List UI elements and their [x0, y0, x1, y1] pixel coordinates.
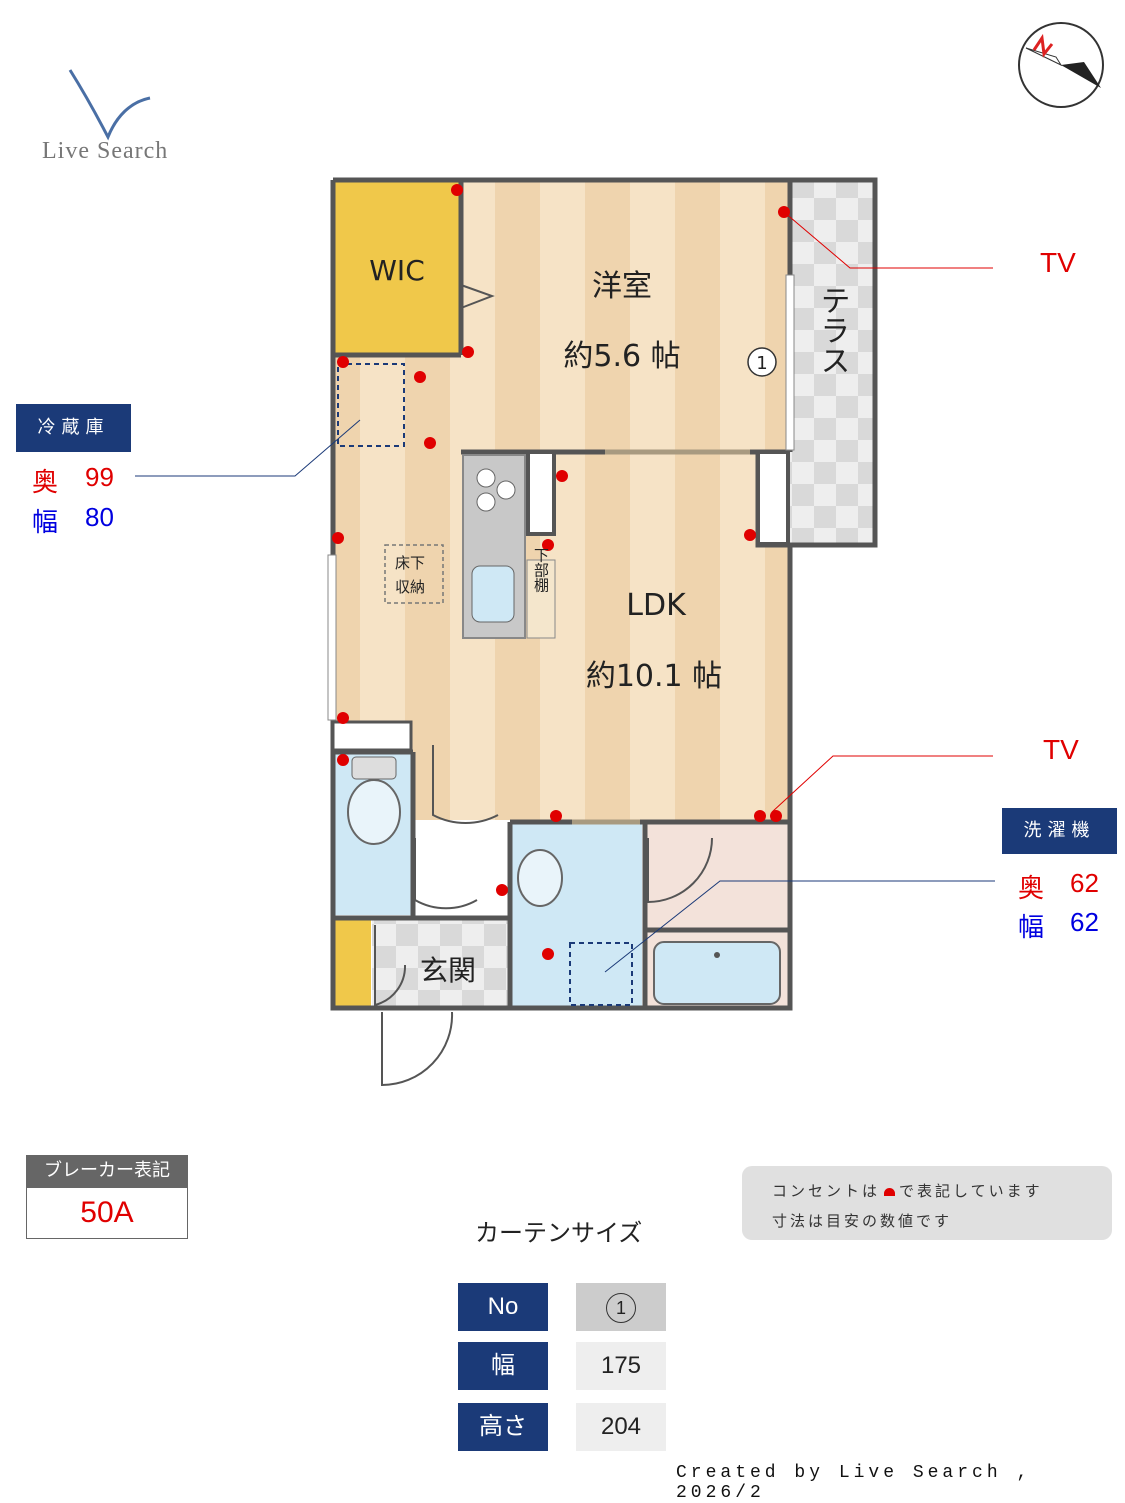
curtain-title: カーテンサイズ [475, 1219, 643, 1247]
ldk-label: LDK [626, 588, 687, 623]
fridge-space [337, 363, 405, 447]
terrace-label: テラス [815, 285, 850, 375]
western-room-size: 約5.6 帖 [563, 339, 680, 374]
curtain-marker [747, 347, 777, 377]
western-room-label: 洋室 [592, 269, 652, 304]
wic-floor [333, 180, 461, 355]
toilet [347, 779, 401, 845]
curtain-no-header: No [458, 1283, 548, 1331]
ldk-size: 約10.1 帖 [586, 659, 722, 694]
washer-width-label: 幅 [1018, 913, 1045, 943]
curtain-marker-number: 1 [756, 353, 767, 374]
washer-label: 洗濯機 [1002, 808, 1117, 854]
note-line-1-pre: コンセントは [772, 1182, 881, 1200]
floor-plan: WIC 洋室 約5.6 帖 LDK 約10.1 帖 玄関 テラス 床下 収納 下… [135, 177, 995, 1087]
entrance-label: 玄関 [420, 954, 476, 987]
washer-depth-value: 62 [1070, 868, 1099, 898]
washbasin [517, 849, 563, 907]
note-line-1: コンセントはで表記しています [772, 1180, 1043, 1201]
logo-text: Live Search [42, 138, 169, 164]
note-line-1-post: で表記しています [899, 1182, 1043, 1200]
washer-depth-label: 奥 [1018, 874, 1045, 904]
fridge-depth-label: 奥 [32, 468, 59, 498]
doors [374, 284, 713, 1087]
curtain-width-value: 175 [576, 1342, 666, 1390]
tv-label-western: TV [1040, 247, 1076, 278]
terrace-floor [790, 180, 875, 545]
logo-mark-icon [68, 69, 151, 141]
washer-space [569, 942, 633, 1006]
fridge-width-label: 幅 [32, 508, 59, 538]
breaker-value: 50A [26, 1187, 188, 1239]
outlet-icon [884, 1188, 896, 1196]
kitchen-sink [471, 565, 515, 623]
compass-icon [1018, 22, 1104, 108]
footer-credit: Created by Live Search , 2026/2 [676, 1463, 1032, 1503]
legend-note: コンセントはで表記しています 寸法は目安の数値です [742, 1166, 1112, 1240]
underfloor-storage [384, 544, 444, 604]
washer-width-value: 62 [1070, 907, 1099, 937]
curtain-no-value: 1 [606, 1292, 636, 1323]
curtain-height-value: 204 [576, 1403, 666, 1451]
lower-shelf-label: 下部棚 [532, 548, 550, 593]
shoe-closet [333, 918, 371, 1008]
fridge-label: 冷蔵庫 [16, 404, 131, 452]
outlets [332, 184, 790, 960]
curtain-no-cell: 1 [576, 1283, 666, 1331]
breaker-header: ブレーカー表記 [26, 1155, 188, 1187]
fridge-width-value: 80 [85, 502, 114, 532]
fridge-depth-value: 99 [85, 462, 114, 492]
underfloor-label-1: 床下 [395, 554, 425, 572]
bathtub [653, 941, 781, 1005]
washroom-floor [510, 822, 642, 1007]
note-line-2: 寸法は目安の数値です [772, 1212, 953, 1230]
curtain-width-header: 幅 [458, 1342, 548, 1390]
underfloor-label-2: 収納 [395, 578, 425, 596]
tv-label-ldk: TV [1043, 734, 1079, 765]
wic-label: WIC [369, 254, 425, 287]
curtain-height-header: 高さ [458, 1403, 548, 1451]
